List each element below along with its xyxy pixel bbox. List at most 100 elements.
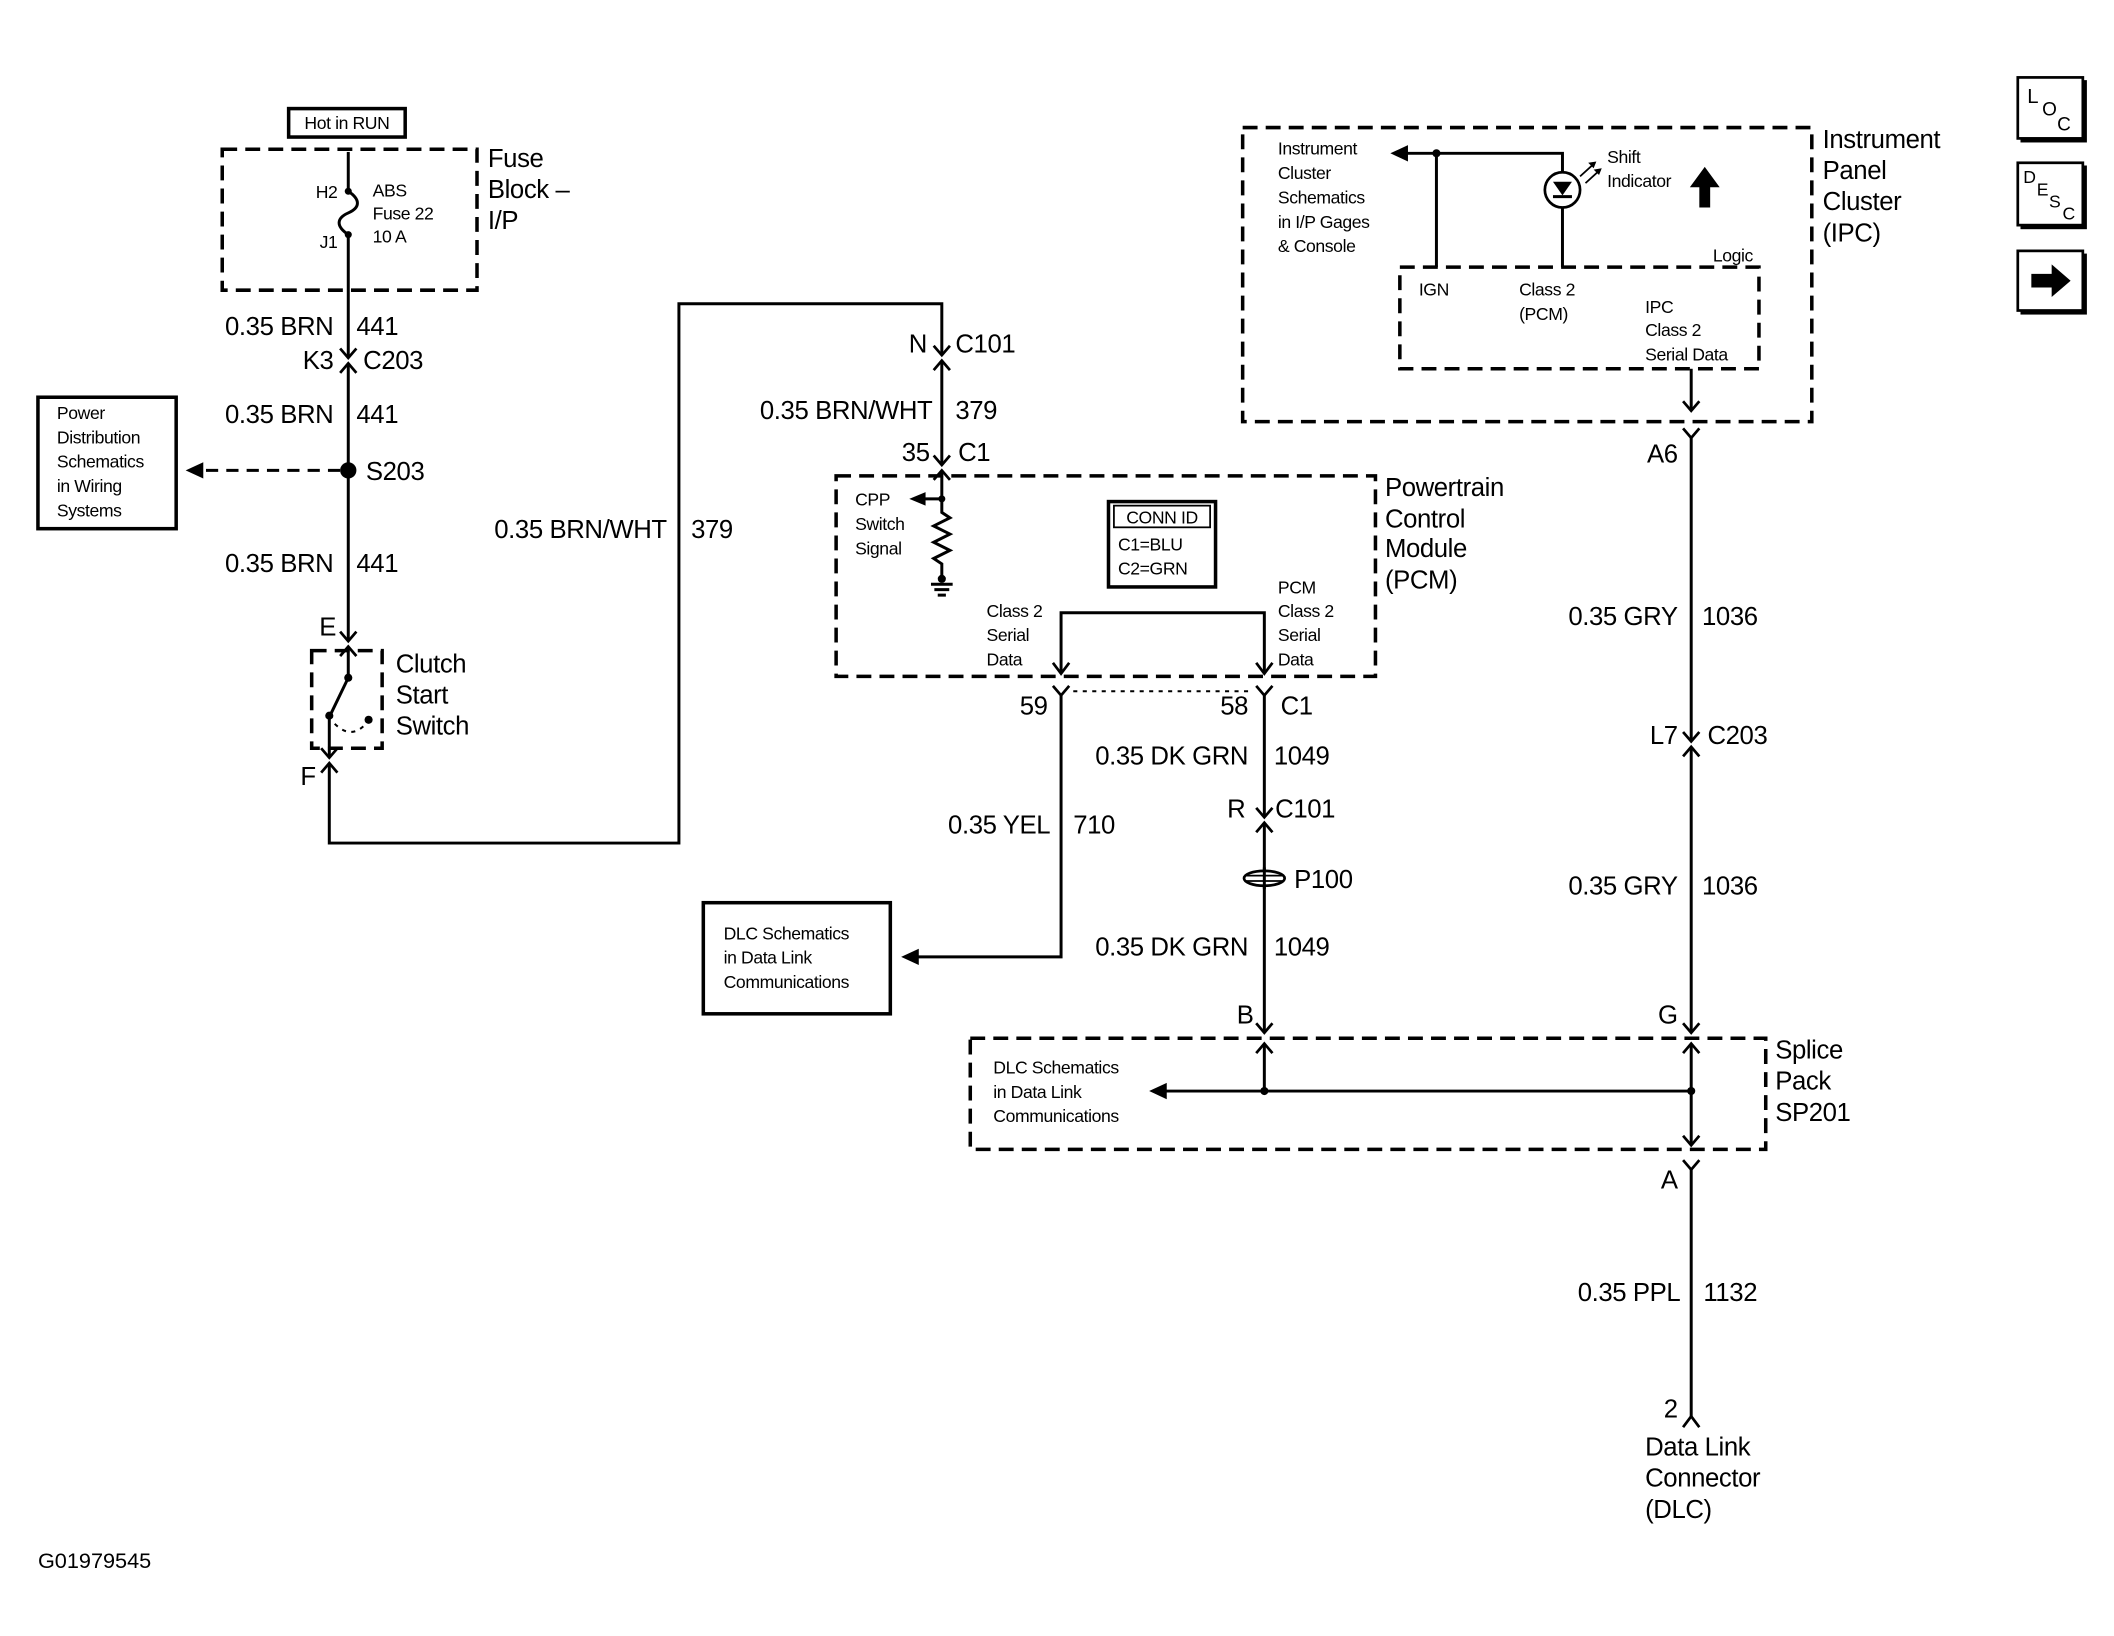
wire-size-color: 0.35 YEL (948, 812, 1050, 840)
splice-pack-sp201: B G DLC Schematics in Data Link Communic… (968, 1001, 1851, 1195)
connector-pin: K3 (303, 347, 334, 375)
class2-label: Serial (987, 625, 1030, 645)
left-arrow-icon (1390, 145, 1408, 162)
ipc-title: (IPC) (1823, 219, 1881, 247)
shift-indicator-led-icon (1543, 161, 1602, 209)
class2-pcm-label: (PCM) (1519, 304, 1568, 324)
clutch-start-switch: E F Clutch Start Switch (300, 614, 469, 791)
cpp-resistor-icon (930, 470, 954, 578)
pcm-title: Module (1385, 535, 1467, 563)
connector-name: C101 (955, 331, 1015, 359)
loc-button[interactable]: L O C (2016, 76, 2087, 143)
wire-size-color: 0.35 BRN (225, 401, 333, 429)
logic-label: Logic (1713, 246, 1754, 266)
conn-id-header: CONN ID (1126, 507, 1198, 527)
ipc-ref-text: Schematics (1278, 187, 1366, 207)
splice-node (1687, 1086, 1696, 1096)
ref-text-line: Power (57, 403, 105, 423)
conn-id-header-box (1113, 504, 1212, 529)
ipc-ref-text: Instrument (1278, 139, 1358, 159)
splice-s203-dot (340, 462, 357, 479)
switch-lever-icon (329, 677, 350, 715)
power-distribution-ref[interactable]: Power Distribution Schematics in Wiring … (36, 395, 178, 531)
ref-text-line: Schematics (57, 452, 145, 472)
fuse-label-line: Fuse 22 (373, 204, 434, 224)
circuit-379: 0.35 BRN/WHT 379 N C101 0.35 BRN/WHT 379… (327, 302, 1016, 845)
connector-pin: 59 (1020, 692, 1048, 720)
wire-circuit-number: 379 (955, 397, 997, 425)
up-arrow-icon (1689, 166, 1720, 208)
hot-in-run-box (286, 106, 407, 139)
connector-name: C101 (1275, 795, 1335, 823)
left-arrow-icon (185, 462, 204, 479)
circuit-1049: 0.35 DK GRN 1049 R C101 P100 0.35 DK GRN… (1095, 695, 1353, 1033)
wire-circuit-number: 441 (356, 550, 398, 578)
wire-circuit-number: 710 (1073, 812, 1115, 840)
connector-pin: 35 (902, 439, 930, 467)
conn-id-table: CONN ID C1=BLU C2=GRN (1106, 499, 1218, 589)
pcm-title: (PCM) (1385, 566, 1457, 594)
class2-serial-data-bus (1059, 611, 1266, 673)
next-page-button[interactable] (2016, 249, 2087, 315)
left-arrow-icon (1149, 1082, 1167, 1100)
wire-size-color: 0.35 PPL (1578, 1279, 1681, 1307)
connector-pin: L7 (1650, 722, 1678, 750)
splice-pack-pin: G (1658, 1001, 1678, 1029)
splice-node (1260, 1086, 1269, 1096)
wire-size-color: 0.35 DK GRN (1095, 934, 1248, 962)
shift-indicator-label: Shift (1607, 147, 1641, 167)
connector-pin: N (909, 331, 927, 359)
dlc-ref-box-left[interactable]: DLC Schematics in Data Link Communicatio… (701, 900, 893, 1016)
dlc-ref-text[interactable]: Communications (993, 1106, 1119, 1126)
power-distribution-ref-box[interactable] (36, 395, 178, 531)
instrument-panel-cluster: Instrument Cluster Schematics in I/P Gag… (1240, 125, 1941, 468)
pcm-class2-label: Class 2 (1278, 601, 1334, 621)
conn-id-box (1106, 499, 1218, 589)
circuit-710: 0.35 YEL 710 (901, 695, 1115, 966)
desc-letter: C (2063, 204, 2076, 224)
wire-379-long (327, 302, 944, 845)
desc-button[interactable]: D E S C (2016, 161, 2087, 230)
connector-pin: 58 (1220, 692, 1248, 720)
fuse-block-outline (220, 147, 479, 292)
p100-splice-icon (1242, 867, 1287, 890)
wire-circuit-number: 1132 (1703, 1279, 1757, 1307)
powertrain-control-module: CPP Switch Signal CONN ID C1=BLU C2=GRN … (834, 470, 1504, 720)
wire-size-color: 0.35 DK GRN (1095, 742, 1248, 770)
ipc-serial-label: Class 2 (1645, 320, 1701, 340)
ipc-title: Cluster (1823, 188, 1903, 216)
ipc-ref-text: Cluster (1278, 163, 1331, 183)
loc-letter: C (2057, 114, 2070, 135)
fuse-pin-out: J1 (320, 232, 338, 252)
circuit-1036: 0.35 GRY 1036 L7 C203 0.35 GRY 1036 (1568, 437, 1768, 1033)
class2-label: Data (987, 650, 1023, 670)
pcm-title: Powertrain (1385, 474, 1504, 502)
switch-title: Start (396, 681, 449, 709)
dlc-ref-box[interactable] (701, 900, 893, 1016)
wire-circuit-number: 379 (691, 516, 733, 544)
desc-letter: S (2049, 192, 2060, 212)
ipc-pin-arrow (1682, 400, 1701, 413)
wire-size-color: 0.35 GRY (1568, 603, 1678, 631)
splice-pack-title: Pack (1775, 1068, 1831, 1096)
connector-name: C203 (363, 347, 423, 375)
dlc-title: (DLC) (1645, 1496, 1712, 1524)
cpp-label: Signal (855, 538, 902, 558)
ref-text-line: in Wiring (57, 476, 122, 496)
ref-text-line: Distribution (57, 427, 140, 447)
circuit-441: 0.35 BRN 441 K3 C203 0.35 BRN 441 S203 0… (185, 234, 425, 642)
loc-letter: O (2042, 99, 2056, 120)
dlc-pin: 2 (1664, 1396, 1678, 1424)
left-arrow-icon (901, 948, 919, 966)
fuse-block: Hot in RUN H2 J1 ABS Fuse 22 10 A Fuse B… (220, 106, 571, 292)
splice-pack-title: SP201 (1775, 1099, 1850, 1127)
fuse-block-title: Block – (488, 176, 571, 204)
pcm-class2-label: PCM (1278, 578, 1316, 598)
fuse-icon (337, 190, 359, 236)
shift-indicator-label: Indicator (1607, 171, 1671, 191)
pcm-title: Control (1385, 505, 1465, 533)
dlc-ref-text[interactable]: DLC Schematics (993, 1057, 1119, 1077)
dlc-ref-text[interactable]: in Data Link (993, 1082, 1082, 1102)
